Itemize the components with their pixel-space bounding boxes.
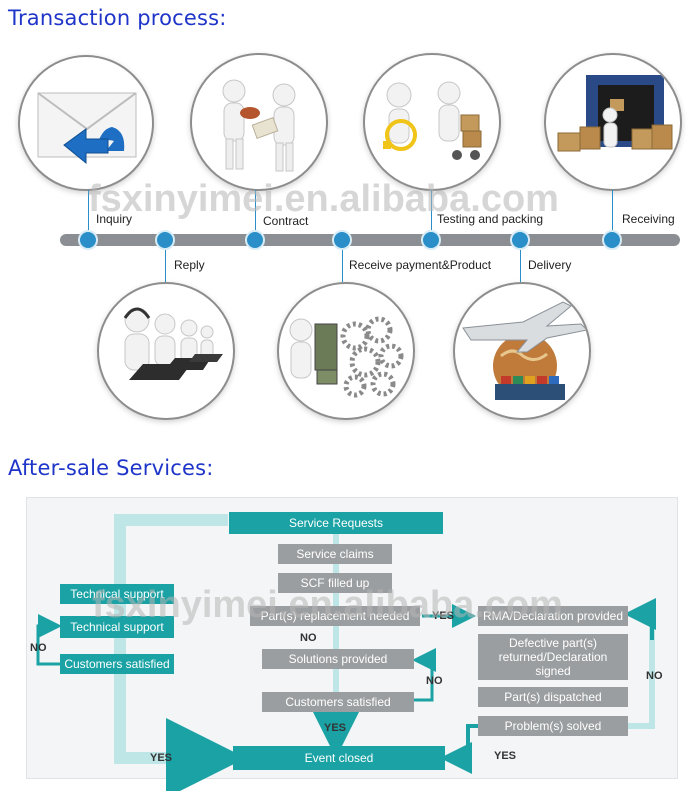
- service-claims-box: Service claims: [278, 544, 392, 564]
- customers-satisfied-mid-box: Customers satisfied: [262, 692, 414, 712]
- step-label-reply: Reply: [174, 258, 205, 272]
- timeline-node-reply: [155, 230, 175, 250]
- label-yes-left: YES: [150, 752, 173, 764]
- label-yes-mid: YES: [324, 722, 347, 734]
- inquiry-illustration: [18, 55, 154, 191]
- step-label-contract: Contract: [263, 214, 309, 228]
- timeline-node-contract: [245, 230, 265, 250]
- defective-box: Defective part(s) returned/Declaration s…: [478, 634, 628, 680]
- timeline-node-delivery: [510, 230, 530, 250]
- scf-filled-box: SCF filled up: [278, 573, 392, 593]
- label-yes-right: YES: [494, 750, 517, 762]
- label-yes-rma: YES: [432, 610, 455, 622]
- label-no-parts: NO: [300, 632, 317, 644]
- timeline-node-inquiry: [78, 230, 98, 250]
- step-label-receive-payment: Receive payment&Product: [349, 258, 492, 272]
- dispatched-box: Part(s) dispatched: [478, 687, 628, 707]
- transaction-title: Transaction process:: [8, 6, 227, 30]
- step-label-receiving: Receiving: [622, 212, 675, 226]
- delivery-illustration: [453, 282, 591, 420]
- problems-solved-box: Problem(s) solved: [478, 716, 628, 736]
- timeline-node-payment: [332, 230, 352, 250]
- step-label-inquiry: Inquiry: [96, 212, 133, 226]
- label-no-solutions: NO: [426, 675, 443, 687]
- tech-support-box-2: Technical support: [60, 616, 174, 638]
- contract-illustration: [190, 53, 328, 191]
- customers-satisfied-left-box: Customers satisfied: [60, 654, 174, 674]
- label-no-right: NO: [646, 670, 663, 682]
- testing-packing-illustration: [363, 53, 501, 191]
- reply-illustration: [97, 282, 235, 420]
- event-closed-box: Event closed: [233, 746, 445, 770]
- timeline-node-receiving: [602, 230, 622, 250]
- solutions-box: Solutions provided: [262, 649, 414, 669]
- rma-box: RMA/Declaration provided: [478, 606, 628, 626]
- service-requests-box: Service Requests: [229, 512, 443, 534]
- step-label-testing: Testing and packing: [437, 212, 544, 226]
- tech-support-box-1: Technical support: [60, 584, 174, 604]
- label-no-left: NO: [30, 642, 47, 654]
- timeline-node-testing: [421, 230, 441, 250]
- after-sale-title: After-sale Services:: [8, 456, 214, 480]
- step-label-delivery: Delivery: [528, 258, 572, 272]
- receiving-illustration: [544, 53, 682, 191]
- receive-payment-illustration: [277, 282, 415, 420]
- parts-needed-box: Part(s) replacement needed: [250, 606, 420, 626]
